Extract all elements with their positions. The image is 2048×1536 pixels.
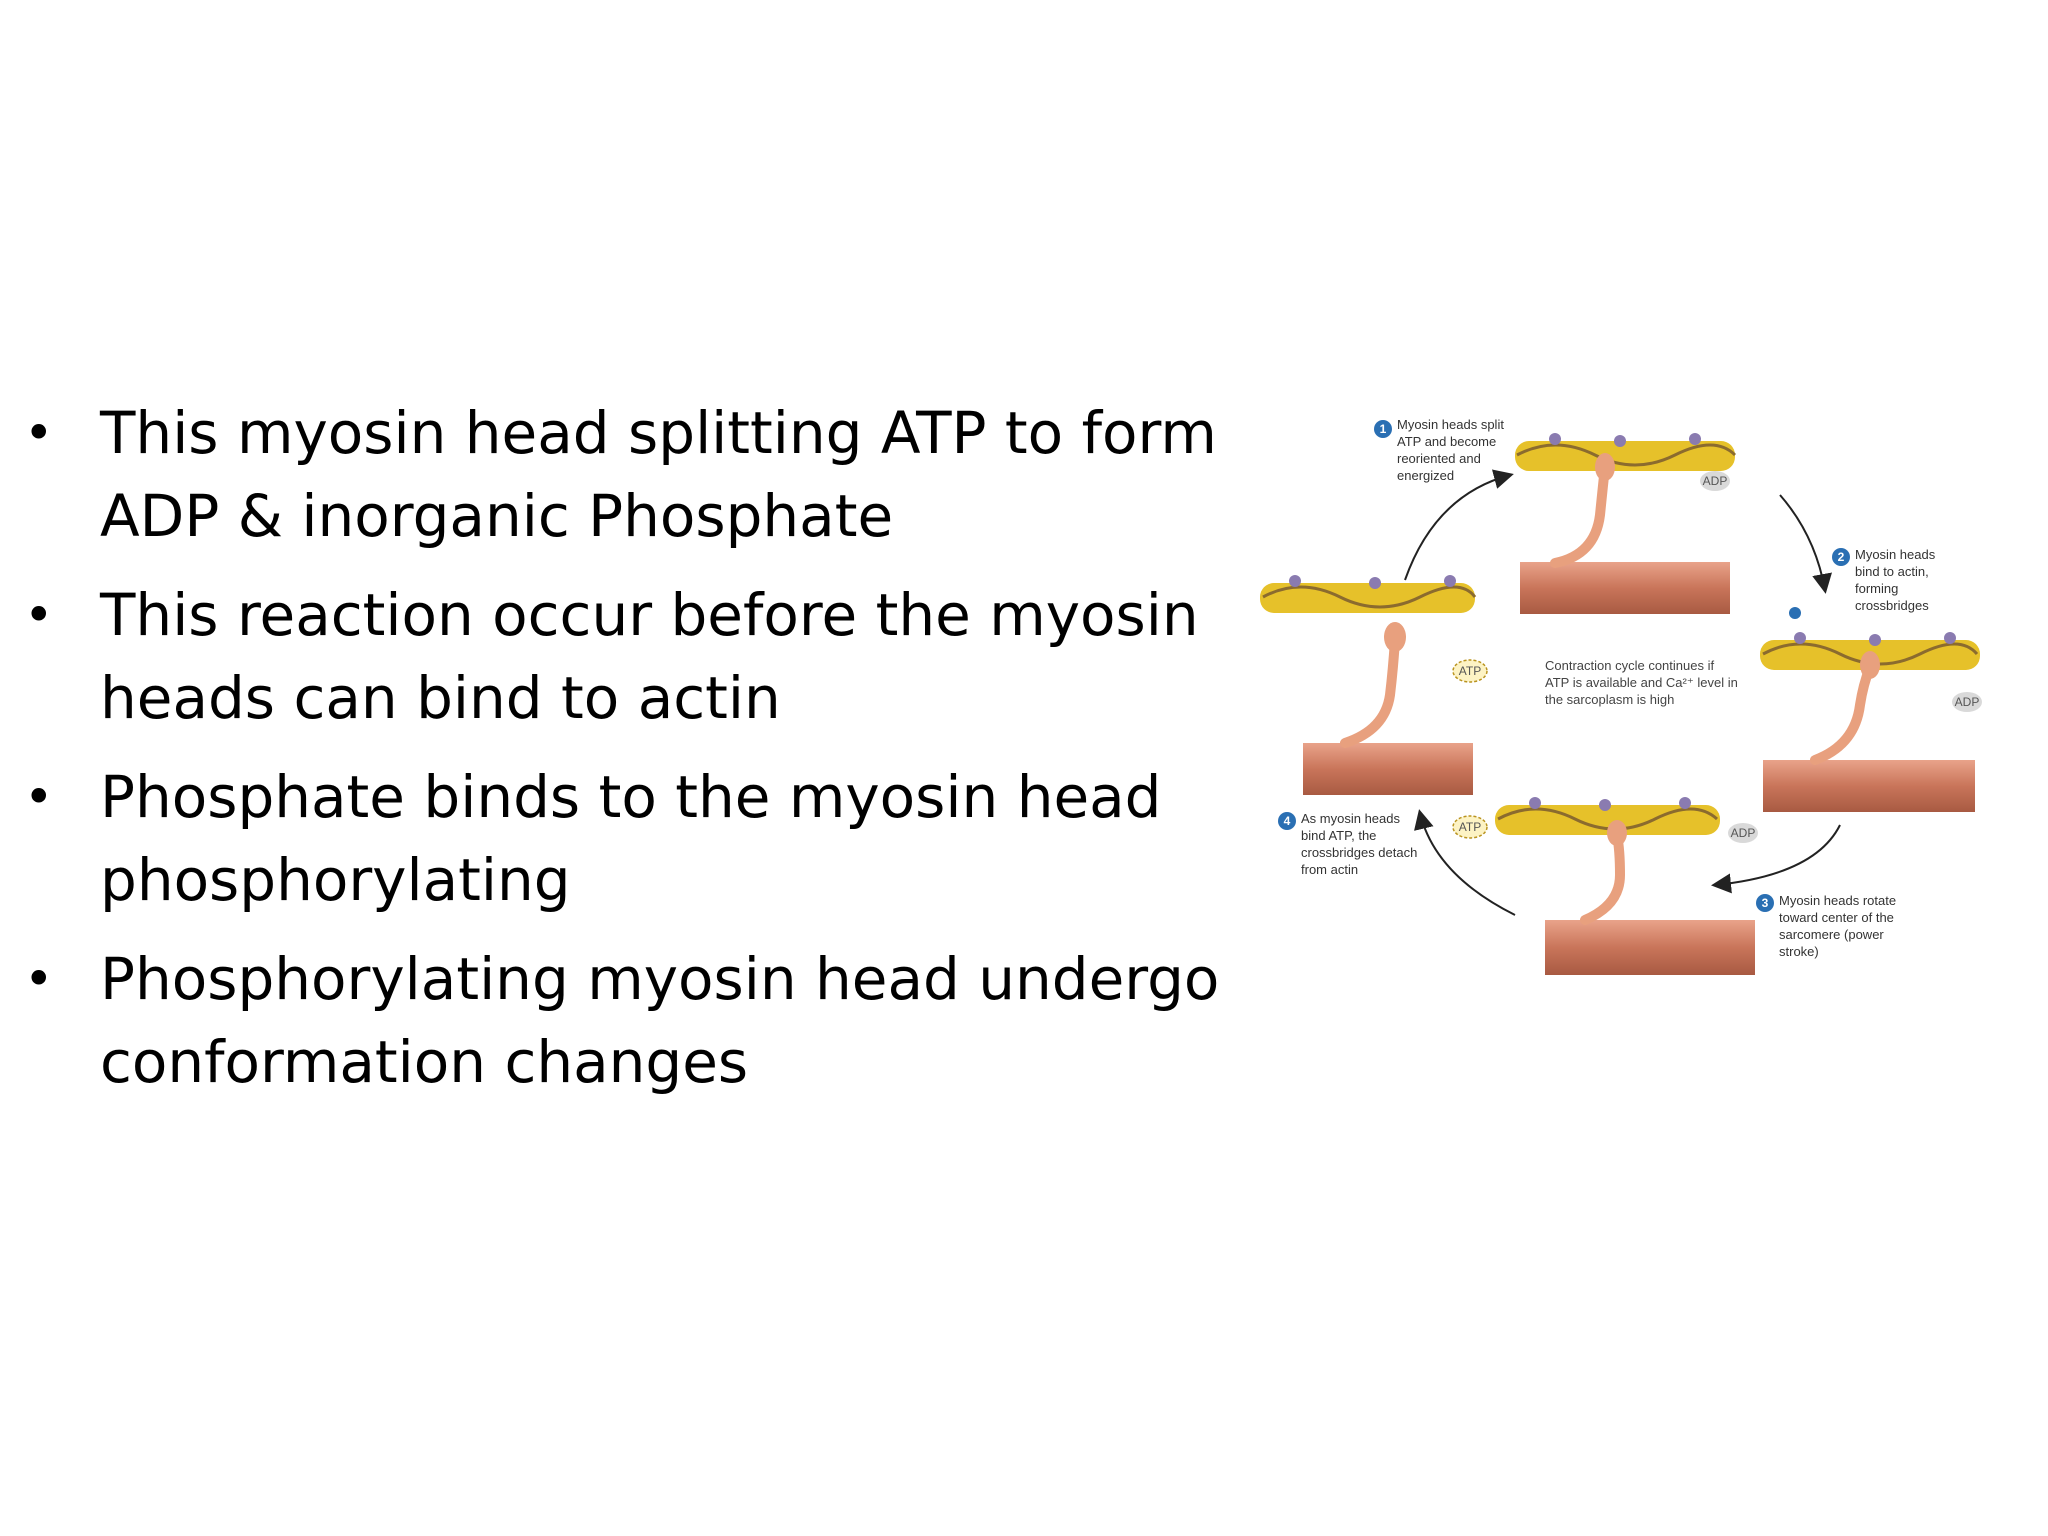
svg-text:crossbridges detach: crossbridges detach xyxy=(1301,845,1417,860)
thick-filament-bottom xyxy=(1545,920,1755,975)
myosin-head-right-globe xyxy=(1860,651,1880,679)
step-2-annotation: 2 Myosin heads bind to actin, forming cr… xyxy=(1832,547,1936,613)
svg-text:As myosin heads: As myosin heads xyxy=(1301,811,1400,826)
bullet-marker: • xyxy=(24,950,54,1008)
bullet-text: This myosin head splitting ATP to form A… xyxy=(100,399,1217,550)
bullet-text: Phosphate binds to the myosin head phosp… xyxy=(100,763,1162,914)
myosin-head-left xyxy=(1340,635,1400,748)
svg-text:ADP: ADP xyxy=(1955,695,1980,709)
adp-molecule-right: ADP xyxy=(1952,692,1982,712)
cycle-arrow-4-to-1 xyxy=(1404,469,1514,581)
svg-text:ADP: ADP xyxy=(1731,826,1756,840)
svg-text:energized: energized xyxy=(1397,468,1454,483)
svg-text:Contraction cycle continues if: Contraction cycle continues if xyxy=(1545,658,1714,673)
bullet-item: • Phosphate binds to the myosin head pho… xyxy=(24,756,1224,922)
thick-filament-top xyxy=(1520,562,1730,614)
myosin-head-left-globe xyxy=(1384,622,1406,652)
svg-text:3: 3 xyxy=(1762,896,1769,910)
svg-text:Myosin heads split: Myosin heads split xyxy=(1397,417,1504,432)
atp-molecule-bottom: ATP xyxy=(1452,815,1488,839)
svg-text:ADP: ADP xyxy=(1703,474,1728,488)
bullet-text: This reaction occur before the myosin he… xyxy=(100,581,1199,732)
svg-text:ATP is available and Ca²⁺ leve: ATP is available and Ca²⁺ level in xyxy=(1545,675,1738,690)
actin-filament-left xyxy=(1260,575,1477,613)
thick-filament-left xyxy=(1303,743,1473,795)
bullet-list: • This myosin head splitting ATP to form… xyxy=(24,392,1224,1120)
bullet-marker: • xyxy=(24,586,54,644)
step-1-annotation: 1 Myosin heads split ATP and become reor… xyxy=(1374,417,1504,483)
svg-text:crossbridges: crossbridges xyxy=(1855,598,1929,613)
myosin-head-right xyxy=(1810,662,1875,765)
svg-text:stroke): stroke) xyxy=(1779,944,1819,959)
myosin-head-top xyxy=(1550,462,1610,568)
bullet-text: Phosphorylating myosin head undergo conf… xyxy=(100,945,1220,1096)
svg-text:reoriented and: reoriented and xyxy=(1397,451,1481,466)
svg-text:sarcomere (power: sarcomere (power xyxy=(1779,927,1884,942)
bullet-marker: • xyxy=(24,768,54,826)
bullet-item: • This myosin head splitting ATP to form… xyxy=(24,392,1224,558)
myosin-head-bottom xyxy=(1580,830,1626,925)
svg-text:ATP and become: ATP and become xyxy=(1397,434,1496,449)
svg-text:ATP: ATP xyxy=(1459,820,1481,834)
cycle-arrow-2-to-3 xyxy=(1711,824,1841,894)
crossbridge-cycle-svg: ATP ATP ADP ADP ADP 1 xyxy=(1260,417,1982,975)
phosphate-icon xyxy=(1789,607,1801,619)
cycle-center-caption: Contraction cycle continues if ATP is av… xyxy=(1545,658,1738,707)
myosin-head-top-globe xyxy=(1595,453,1615,481)
svg-text:2: 2 xyxy=(1838,550,1845,564)
bullet-item: • Phosphorylating myosin head undergo co… xyxy=(24,938,1224,1104)
svg-text:4: 4 xyxy=(1284,814,1291,828)
adp-molecule-bottom: ADP xyxy=(1728,823,1758,843)
svg-text:bind to actin,: bind to actin, xyxy=(1855,564,1929,579)
svg-text:1: 1 xyxy=(1380,422,1387,436)
svg-text:toward center of the: toward center of the xyxy=(1779,910,1894,925)
bullet-marker: • xyxy=(24,404,54,462)
svg-text:bind ATP, the: bind ATP, the xyxy=(1301,828,1376,843)
atp-molecule-left: ATP xyxy=(1452,659,1488,683)
adp-molecule-top: ADP xyxy=(1700,471,1730,491)
cycle-arrow-3-to-4 xyxy=(1414,809,1516,916)
step-4-annotation: 4 As myosin heads bind ATP, the crossbri… xyxy=(1278,811,1417,877)
step-3-annotation: 3 Myosin heads rotate toward center of t… xyxy=(1756,893,1896,959)
svg-text:Myosin heads rotate: Myosin heads rotate xyxy=(1779,893,1896,908)
svg-text:from actin: from actin xyxy=(1301,862,1358,877)
bullet-item: • This reaction occur before the myosin … xyxy=(24,574,1224,740)
svg-text:forming: forming xyxy=(1855,581,1898,596)
svg-text:ATP: ATP xyxy=(1459,664,1481,678)
thick-filament-right xyxy=(1763,760,1975,812)
actin-filament-top xyxy=(1515,433,1737,471)
crossbridge-cycle-figure: ATP ATP ADP ADP ADP 1 xyxy=(1255,405,1995,1005)
myosin-head-bottom-globe xyxy=(1607,820,1627,846)
cycle-arrow-1-to-2 xyxy=(1779,494,1832,594)
svg-text:the sarcoplasm is high: the sarcoplasm is high xyxy=(1545,692,1674,707)
svg-text:Myosin heads: Myosin heads xyxy=(1855,547,1936,562)
